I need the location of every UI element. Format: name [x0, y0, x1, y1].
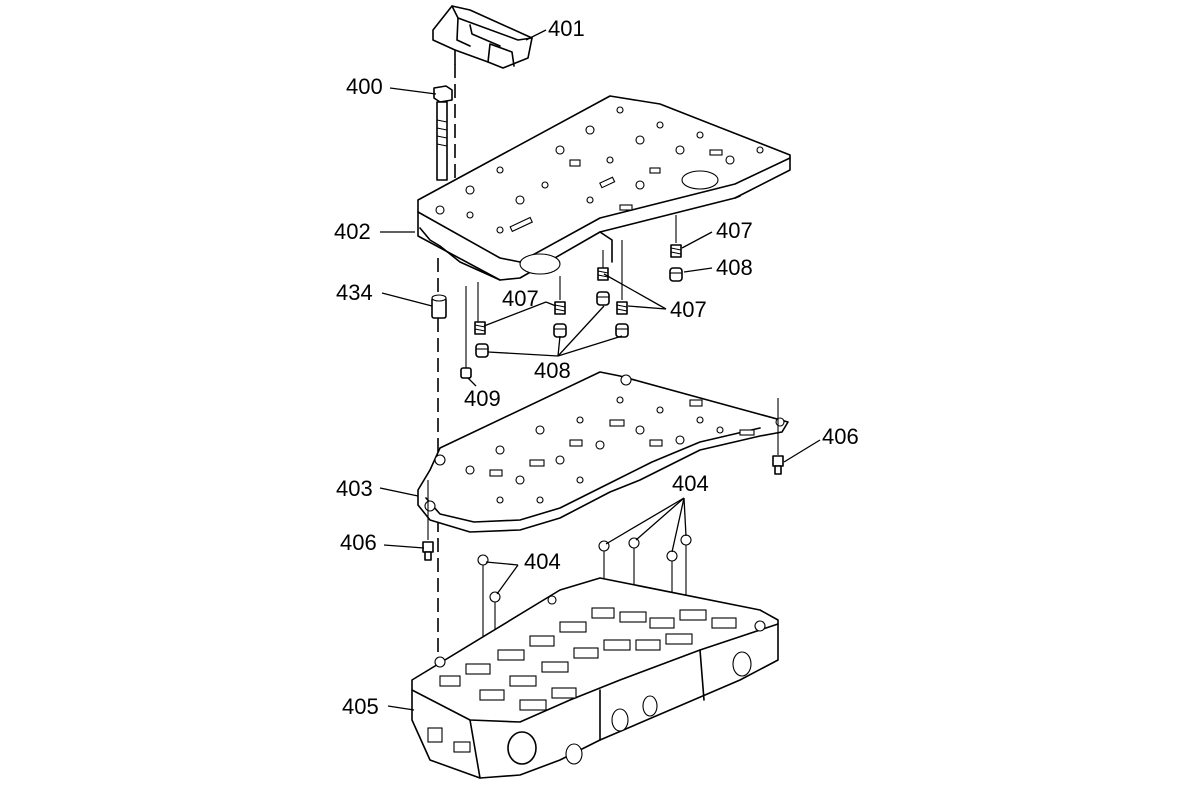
part-403-spacer-plate	[417, 371, 789, 533]
part-402-upper-plate	[417, 95, 791, 281]
callout-404-top: 404	[672, 471, 709, 496]
callout-408-right: 408	[716, 255, 753, 280]
callout-406-right: 406	[822, 424, 859, 449]
callout-405: 405	[342, 694, 379, 719]
callout-407-right: 407	[670, 297, 707, 322]
part-407-springs	[474, 244, 682, 335]
part-408-plugs	[475, 267, 683, 358]
callout-407-right-top: 407	[716, 218, 753, 243]
part-401-cover	[432, 5, 533, 69]
callout-401: 401	[548, 16, 585, 41]
part-406-screw-left	[422, 480, 434, 561]
callout-406-left: 406	[340, 530, 377, 555]
callout-402: 402	[334, 219, 371, 244]
part-434-sleeve	[431, 294, 447, 319]
part-405-valve-body	[411, 577, 779, 779]
part-404-check-balls	[477, 534, 692, 690]
callout-434: 434	[336, 280, 373, 305]
callout-400: 400	[346, 74, 383, 99]
callout-403: 403	[336, 476, 373, 501]
part-400-bolt	[433, 85, 453, 181]
callout-404-left: 404	[524, 549, 561, 574]
callout-409: 409	[464, 386, 501, 411]
callout-407-middle: 407	[502, 286, 539, 311]
leader-lines	[379, 29, 821, 711]
callout-408-middle: 408	[534, 358, 571, 383]
part-409-plug	[460, 367, 472, 379]
part-406-screw-right	[772, 398, 784, 475]
